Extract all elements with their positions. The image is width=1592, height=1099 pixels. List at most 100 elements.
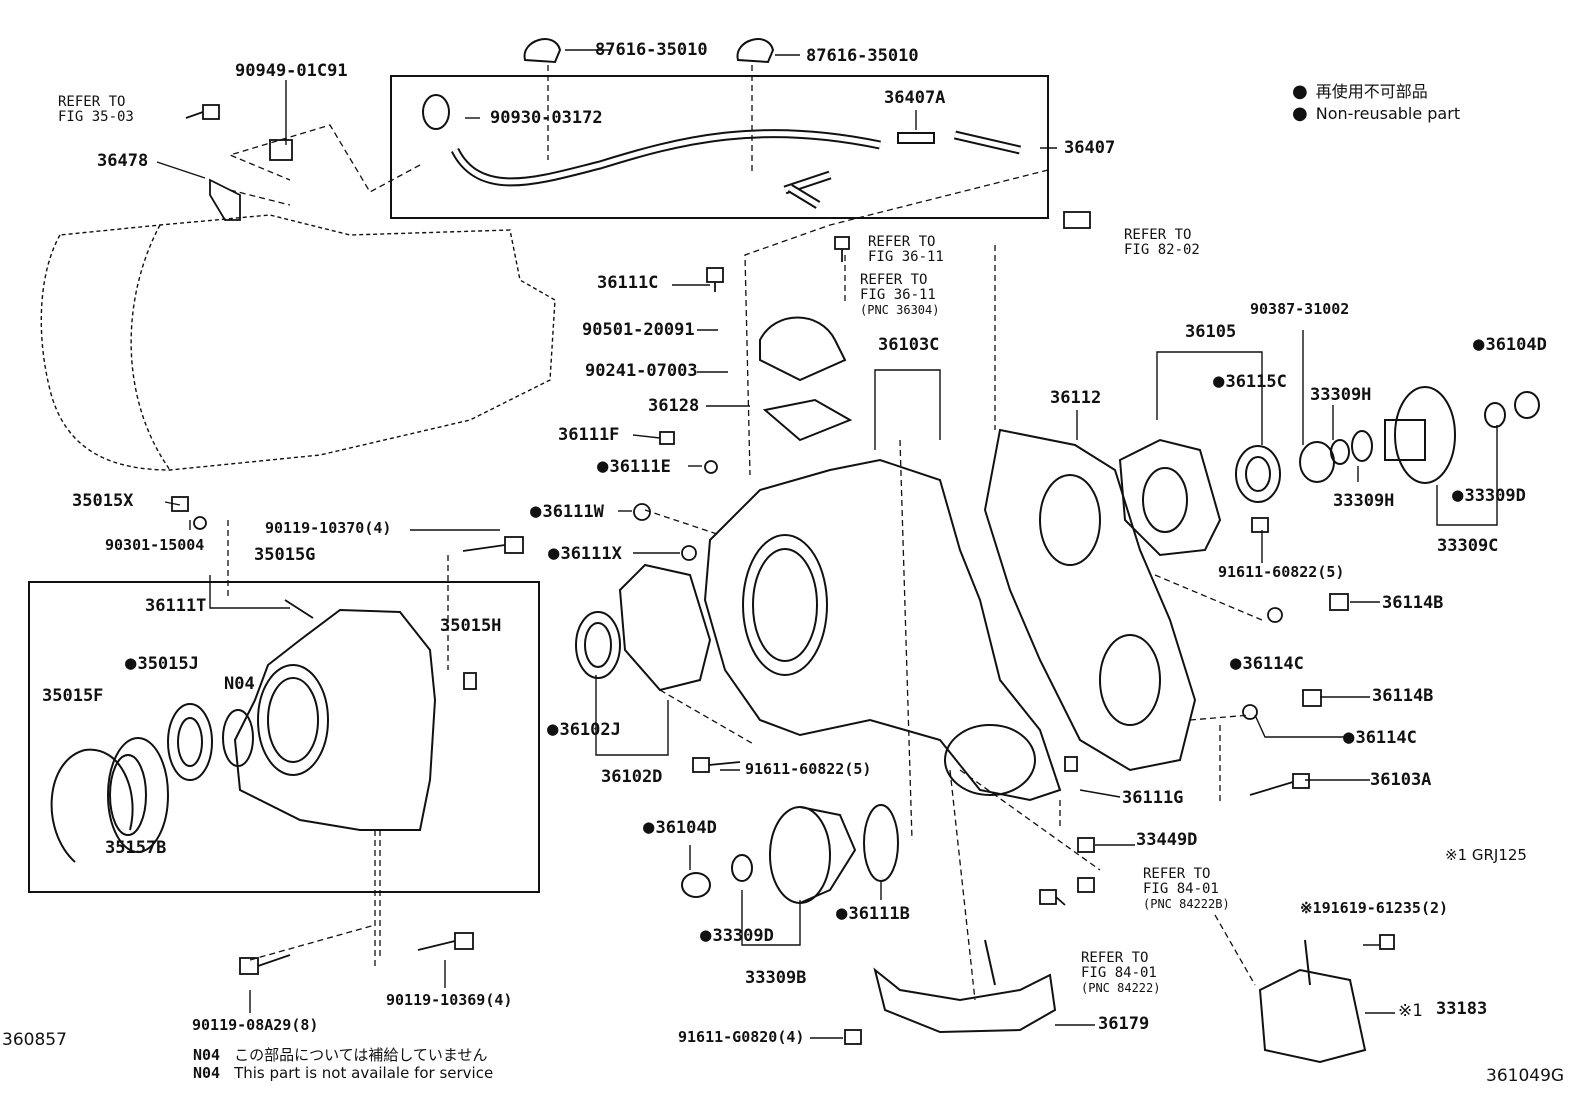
part-label[interactable]: 91611-G0820(4) xyxy=(678,1028,805,1046)
alignment-lines xyxy=(227,65,1263,1001)
breather-plug-36128 xyxy=(759,316,853,442)
ref-line: FIG 84-01 xyxy=(1143,881,1219,897)
part-label[interactable]: ※191619-61235(2) xyxy=(1300,899,1449,917)
part-label[interactable]: 36114B xyxy=(1382,593,1444,613)
part-label[interactable]: 90119-10369(4) xyxy=(386,991,513,1009)
snap-ring xyxy=(50,748,134,863)
part-label[interactable]: 33183 xyxy=(1436,999,1488,1019)
ref-line: REFER TO xyxy=(1124,227,1192,243)
part-label[interactable]: 36102D xyxy=(601,767,663,787)
part-label[interactable]: 35015H xyxy=(440,616,502,636)
dust-deflector xyxy=(107,737,169,853)
part-label[interactable]: 36111X xyxy=(548,544,621,563)
transmission-outline xyxy=(40,214,556,471)
part-label[interactable]: 36111C xyxy=(597,273,659,293)
footnote-code: N04 xyxy=(193,1046,221,1064)
part-label[interactable]: 36114C xyxy=(1343,728,1416,747)
part-label[interactable]: 36111F xyxy=(558,425,620,445)
part-label[interactable]: 35015F xyxy=(42,686,104,706)
part-label[interactable]: 33449D xyxy=(1136,830,1198,850)
part-label[interactable]: 90119-08A29(8) xyxy=(192,1016,319,1034)
part-label[interactable]: 36103C xyxy=(878,335,940,355)
clip-icon-1 xyxy=(523,38,562,64)
part-label[interactable]: 90501-20091 xyxy=(582,320,695,340)
ref-line: FIG 35-03 xyxy=(58,109,134,125)
part-label[interactable]: 36111B xyxy=(836,904,909,923)
transfer-case-front-housing xyxy=(703,458,1062,802)
part-label[interactable]: 36105 xyxy=(1185,322,1237,342)
part-label[interactable]: 91611-60822(5) xyxy=(1218,563,1345,581)
ref-line: REFER TO xyxy=(58,94,126,110)
part-label[interactable]: 33309C xyxy=(1437,536,1499,556)
part-label[interactable]: 90119-10370(4) xyxy=(265,519,392,537)
ref-line: (PNC 36304) xyxy=(860,303,940,317)
diagram-id-right: 361049G xyxy=(1486,1066,1565,1086)
ref-line: REFER TO xyxy=(1143,866,1211,882)
ref-line: FIG 82-02 xyxy=(1124,242,1200,258)
part-label[interactable]: 36478 xyxy=(97,151,149,171)
footnote-jp-text: この部品については補給していません xyxy=(234,1046,488,1064)
part-label[interactable]: 33309D xyxy=(1452,486,1525,505)
part-label[interactable]: 35015G xyxy=(254,545,316,565)
model-mark: ※1 xyxy=(1398,1001,1423,1021)
part-label[interactable]: 36407A xyxy=(884,88,946,108)
part-label[interactable]: 36111G xyxy=(1122,788,1184,808)
legend-jp-text: 再使用不可部品 xyxy=(1315,82,1428,101)
part-label[interactable]: 36111W xyxy=(530,502,603,521)
part-label[interactable]: 90387-31002 xyxy=(1250,300,1350,318)
breather-hose xyxy=(422,94,1022,209)
part-label[interactable]: 87616-35010 xyxy=(806,46,919,66)
ref-line: FIG 36-11 xyxy=(868,249,944,265)
part-label[interactable]: 36111T xyxy=(145,596,207,616)
part-label[interactable]: 36112 xyxy=(1050,388,1102,408)
part-label[interactable]: 36104D xyxy=(643,818,716,837)
model-note: ※1 GRJ125 xyxy=(1445,846,1527,864)
part-label[interactable]: 90930-03172 xyxy=(490,108,603,128)
part-label[interactable]: 36104D xyxy=(1473,335,1546,354)
part-label[interactable]: 90241-07003 xyxy=(585,361,698,381)
rear-bearing-retainer xyxy=(1118,438,1281,557)
ref-line: REFER TO xyxy=(860,272,928,288)
part-label[interactable]: 36111E xyxy=(597,457,670,476)
part-label[interactable]: 33309H xyxy=(1310,385,1372,405)
part-label[interactable]: 90301-15004 xyxy=(105,536,205,554)
part-label[interactable]: 33309H xyxy=(1333,491,1395,511)
gasket-N04 xyxy=(222,709,254,767)
oil-seal-35015J xyxy=(167,703,213,781)
part-label[interactable]: 87616-35010 xyxy=(595,40,708,60)
legend-jp: ● 再使用不可部品 xyxy=(1292,78,1428,102)
part-label[interactable]: 36103A xyxy=(1370,770,1432,790)
transfer-mount-bracket xyxy=(873,939,1057,1034)
legend-dot: ● xyxy=(1292,81,1308,102)
part-label[interactable]: 91611-60822(5) xyxy=(745,760,872,778)
part-label[interactable]: 36115C xyxy=(1213,372,1286,391)
part-label[interactable]: 33309B xyxy=(745,968,807,988)
part-label[interactable]: 36114B xyxy=(1372,686,1434,706)
part-label[interactable]: 35015X xyxy=(72,491,134,511)
legend-en-text: Non-reusable part xyxy=(1315,104,1461,123)
part-label[interactable]: 36128 xyxy=(648,396,700,416)
part-label[interactable]: 36102J xyxy=(547,720,620,739)
part-label[interactable]: 36179 xyxy=(1098,1014,1150,1034)
ref-line: REFER TO xyxy=(1081,950,1149,966)
part-label[interactable]: N04 xyxy=(224,674,255,694)
part-label[interactable]: 33309D xyxy=(700,926,773,945)
footnote-en-text: This part is not availale for service xyxy=(234,1064,494,1082)
leader-lines xyxy=(156,49,1498,1039)
part-label[interactable]: 90949-01C91 xyxy=(235,61,348,81)
part-label[interactable]: 35157B xyxy=(105,838,167,858)
part-label[interactable]: 36407 xyxy=(1064,138,1116,158)
legend-en: ●Non-reusable part xyxy=(1292,103,1460,124)
part-label[interactable]: 35015J xyxy=(125,654,198,673)
transmission-mount-33183 xyxy=(1258,939,1367,1064)
part-label[interactable]: 36114C xyxy=(1230,654,1303,673)
hose-group-frame xyxy=(390,75,1049,219)
